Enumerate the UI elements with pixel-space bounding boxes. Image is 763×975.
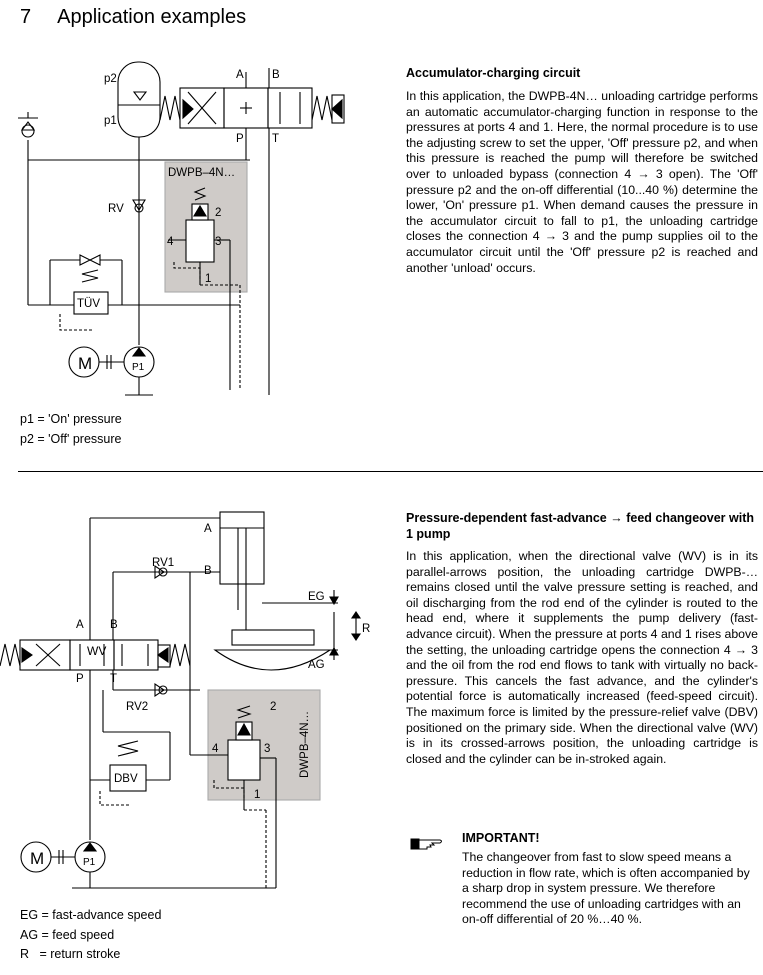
label-port-p: P: [236, 133, 244, 145]
cartridge-box-2: [207, 689, 321, 801]
label-cartridge-2: DWPB–4N…: [299, 711, 311, 778]
label-rv1: RV1: [152, 557, 174, 569]
label-rv: RV: [108, 203, 124, 215]
label-valve-p: P: [76, 673, 84, 685]
label-cyl-a: A: [204, 523, 212, 535]
label-valve-b: B: [110, 619, 118, 631]
pointing-hand-icon: [410, 838, 442, 850]
section-divider: [18, 471, 763, 472]
label-valve-t: T: [110, 673, 117, 685]
label-cartridge: DWPB–4N…: [168, 167, 235, 179]
section-title: 7 Application examples: [20, 6, 246, 29]
label-port-3b: 3: [264, 743, 270, 755]
label-motor-2: M: [30, 849, 44, 868]
legend-ag: AG = feed speed: [20, 927, 115, 942]
fast-advance-circuit-diagram: A B RV1 RV2 A B WV P T EG R AG DWPB–4N… …: [0, 511, 370, 889]
label-pump-2: P1: [83, 857, 96, 868]
label-port-b: B: [272, 69, 280, 81]
label-p1: p1: [104, 115, 117, 127]
legend-eg: EG = fast-advance speed: [20, 908, 162, 922]
section-number: 7: [20, 6, 32, 28]
label-motor: M: [78, 354, 92, 373]
label-port-2b: 2: [270, 701, 276, 713]
important-text: The changeover from fast to slow speed m…: [462, 850, 750, 927]
label-port-4b: 4: [212, 743, 219, 755]
accumulator-circuit-diagram: p2 p1 A B P T DWPB–4N… RV 2 3 4 1 TÜV M …: [18, 61, 345, 396]
label-eg: EG: [308, 591, 325, 603]
label-pump: P1: [132, 362, 145, 373]
label-cyl-b: B: [204, 565, 212, 577]
example2-legend: EG = fast-advance speed AG = feed speed …: [20, 906, 161, 965]
legend-p2: p2 = 'Off' pressure: [20, 431, 122, 446]
label-dbv: DBV: [114, 773, 138, 785]
example2-heading: Pressure-dependent fast-advance → feed c…: [406, 511, 755, 541]
label-wv: WV: [87, 644, 106, 658]
legend-p1: p1 = 'On' pressure: [20, 412, 122, 426]
label-port-1b: 1: [254, 789, 260, 801]
label-port-3: 3: [215, 236, 221, 248]
example1-heading: Accumulator-charging circuit: [406, 66, 581, 80]
section-title-text: Application examples: [57, 6, 247, 28]
label-r: R: [362, 623, 370, 635]
label-p2: p2: [104, 73, 117, 85]
example2-paragraph: In this application, when the directiona…: [406, 549, 759, 766]
label-port-a: A: [236, 69, 244, 81]
label-ag: AG: [308, 659, 325, 671]
example1-legend: p1 = 'On' pressure p2 = 'Off' pressure: [20, 410, 122, 449]
label-valve-a: A: [76, 619, 84, 631]
label-rv2: RV2: [126, 701, 148, 713]
label-port-1: 1: [205, 273, 211, 285]
example1-paragraph: In this application, the DWPB-4N… unload…: [406, 89, 758, 275]
label-tuv: TÜV: [77, 298, 100, 310]
legend-r: R = return stroke: [20, 947, 121, 961]
label-port-t: T: [272, 133, 279, 145]
label-port-4: 4: [167, 236, 174, 248]
important-title: IMPORTANT!: [462, 831, 540, 845]
label-port-2: 2: [215, 207, 221, 219]
